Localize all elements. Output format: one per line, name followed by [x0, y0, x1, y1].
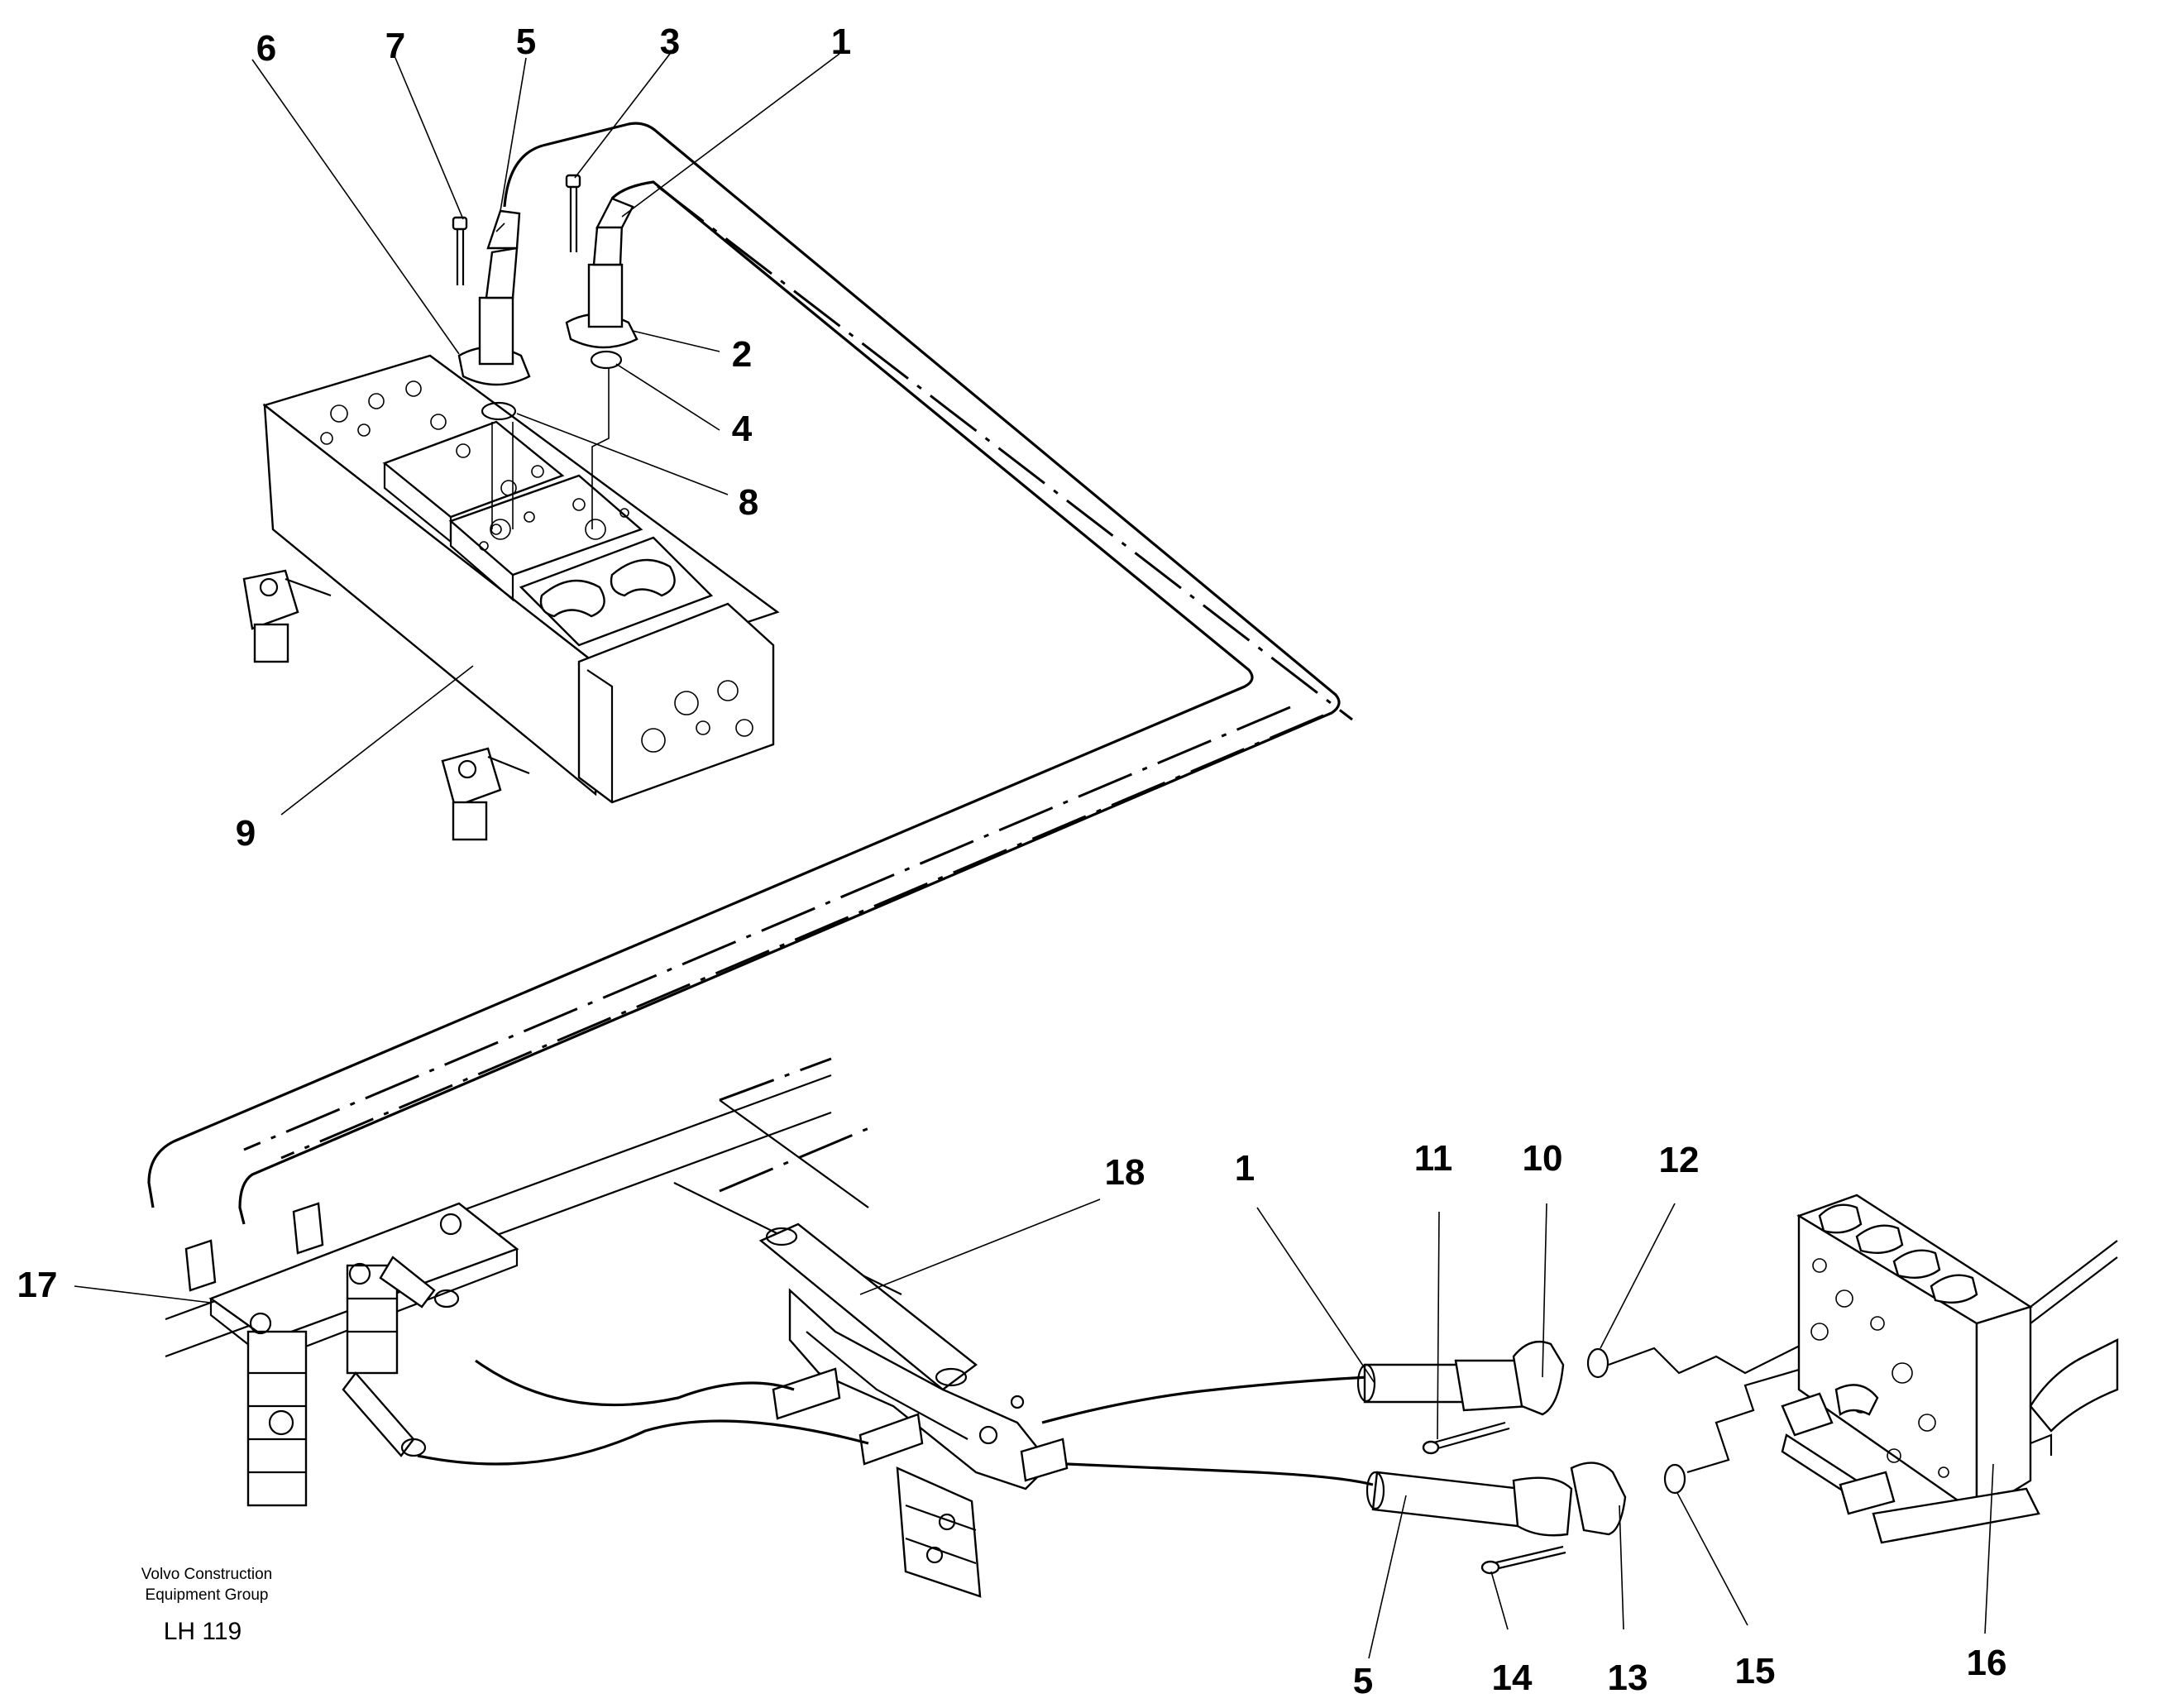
- callout-5-bottom: 5: [1353, 1661, 1373, 1701]
- hose-1-bottom: [1356, 1340, 1565, 1416]
- callouts: 6 7 5 3 1 2 4 8 9 18 1 11 10 12 17 5 14 …: [17, 22, 2007, 1701]
- callout-3-top: 3: [660, 22, 680, 62]
- callout-10: 10: [1523, 1138, 1563, 1179]
- callout-6-top: 6: [256, 28, 276, 69]
- pedal-valve-18: [673, 1099, 1069, 1598]
- o-ring-15: [1663, 1463, 1686, 1495]
- callout-8: 8: [739, 482, 758, 523]
- callout-14: 14: [1492, 1658, 1533, 1698]
- block-holes: [320, 380, 753, 753]
- screw-11: [1422, 1421, 1510, 1455]
- callout-17: 17: [17, 1265, 58, 1305]
- callout-15: 15: [1735, 1651, 1776, 1691]
- callout-4: 4: [732, 409, 753, 449]
- callout-5-top: 5: [516, 22, 536, 62]
- callout-11: 11: [1414, 1138, 1453, 1179]
- callout-2: 2: [732, 334, 752, 375]
- screw-3: [565, 174, 581, 252]
- screw-14: [1480, 1545, 1566, 1575]
- top-fitting-right: [565, 197, 638, 529]
- screw-7: [452, 216, 468, 285]
- callout-16: 16: [1967, 1643, 2007, 1683]
- callout-7-top: 7: [385, 26, 405, 66]
- callout-12: 12: [1659, 1140, 1700, 1180]
- top-fitting-left: [457, 209, 531, 529]
- footer: Volvo Construction Equipment Group LH 11…: [141, 1566, 272, 1645]
- callout-18: 18: [1105, 1152, 1145, 1193]
- valve-block-assembly: [242, 354, 780, 841]
- footer-company-line1: Volvo Construction: [141, 1566, 272, 1583]
- pipe-routing: [147, 122, 1353, 1225]
- callout-1-bottom: 1: [1235, 1148, 1255, 1189]
- leader-lines: [74, 53, 1994, 1659]
- hoses-bottom: [417, 1359, 1374, 1486]
- o-ring-12: [1586, 1347, 1609, 1379]
- valve-block-16: [1781, 1194, 2119, 1544]
- callout-13: 13: [1608, 1658, 1648, 1698]
- hose-5-bottom: [1365, 1462, 1627, 1537]
- callout-9: 9: [236, 813, 256, 854]
- clamp-bracket-17: [165, 1074, 832, 1507]
- callout-1-top: 1: [831, 22, 851, 62]
- footer-company-line2: Equipment Group: [146, 1586, 269, 1604]
- footer-reference: LH 119: [164, 1618, 242, 1645]
